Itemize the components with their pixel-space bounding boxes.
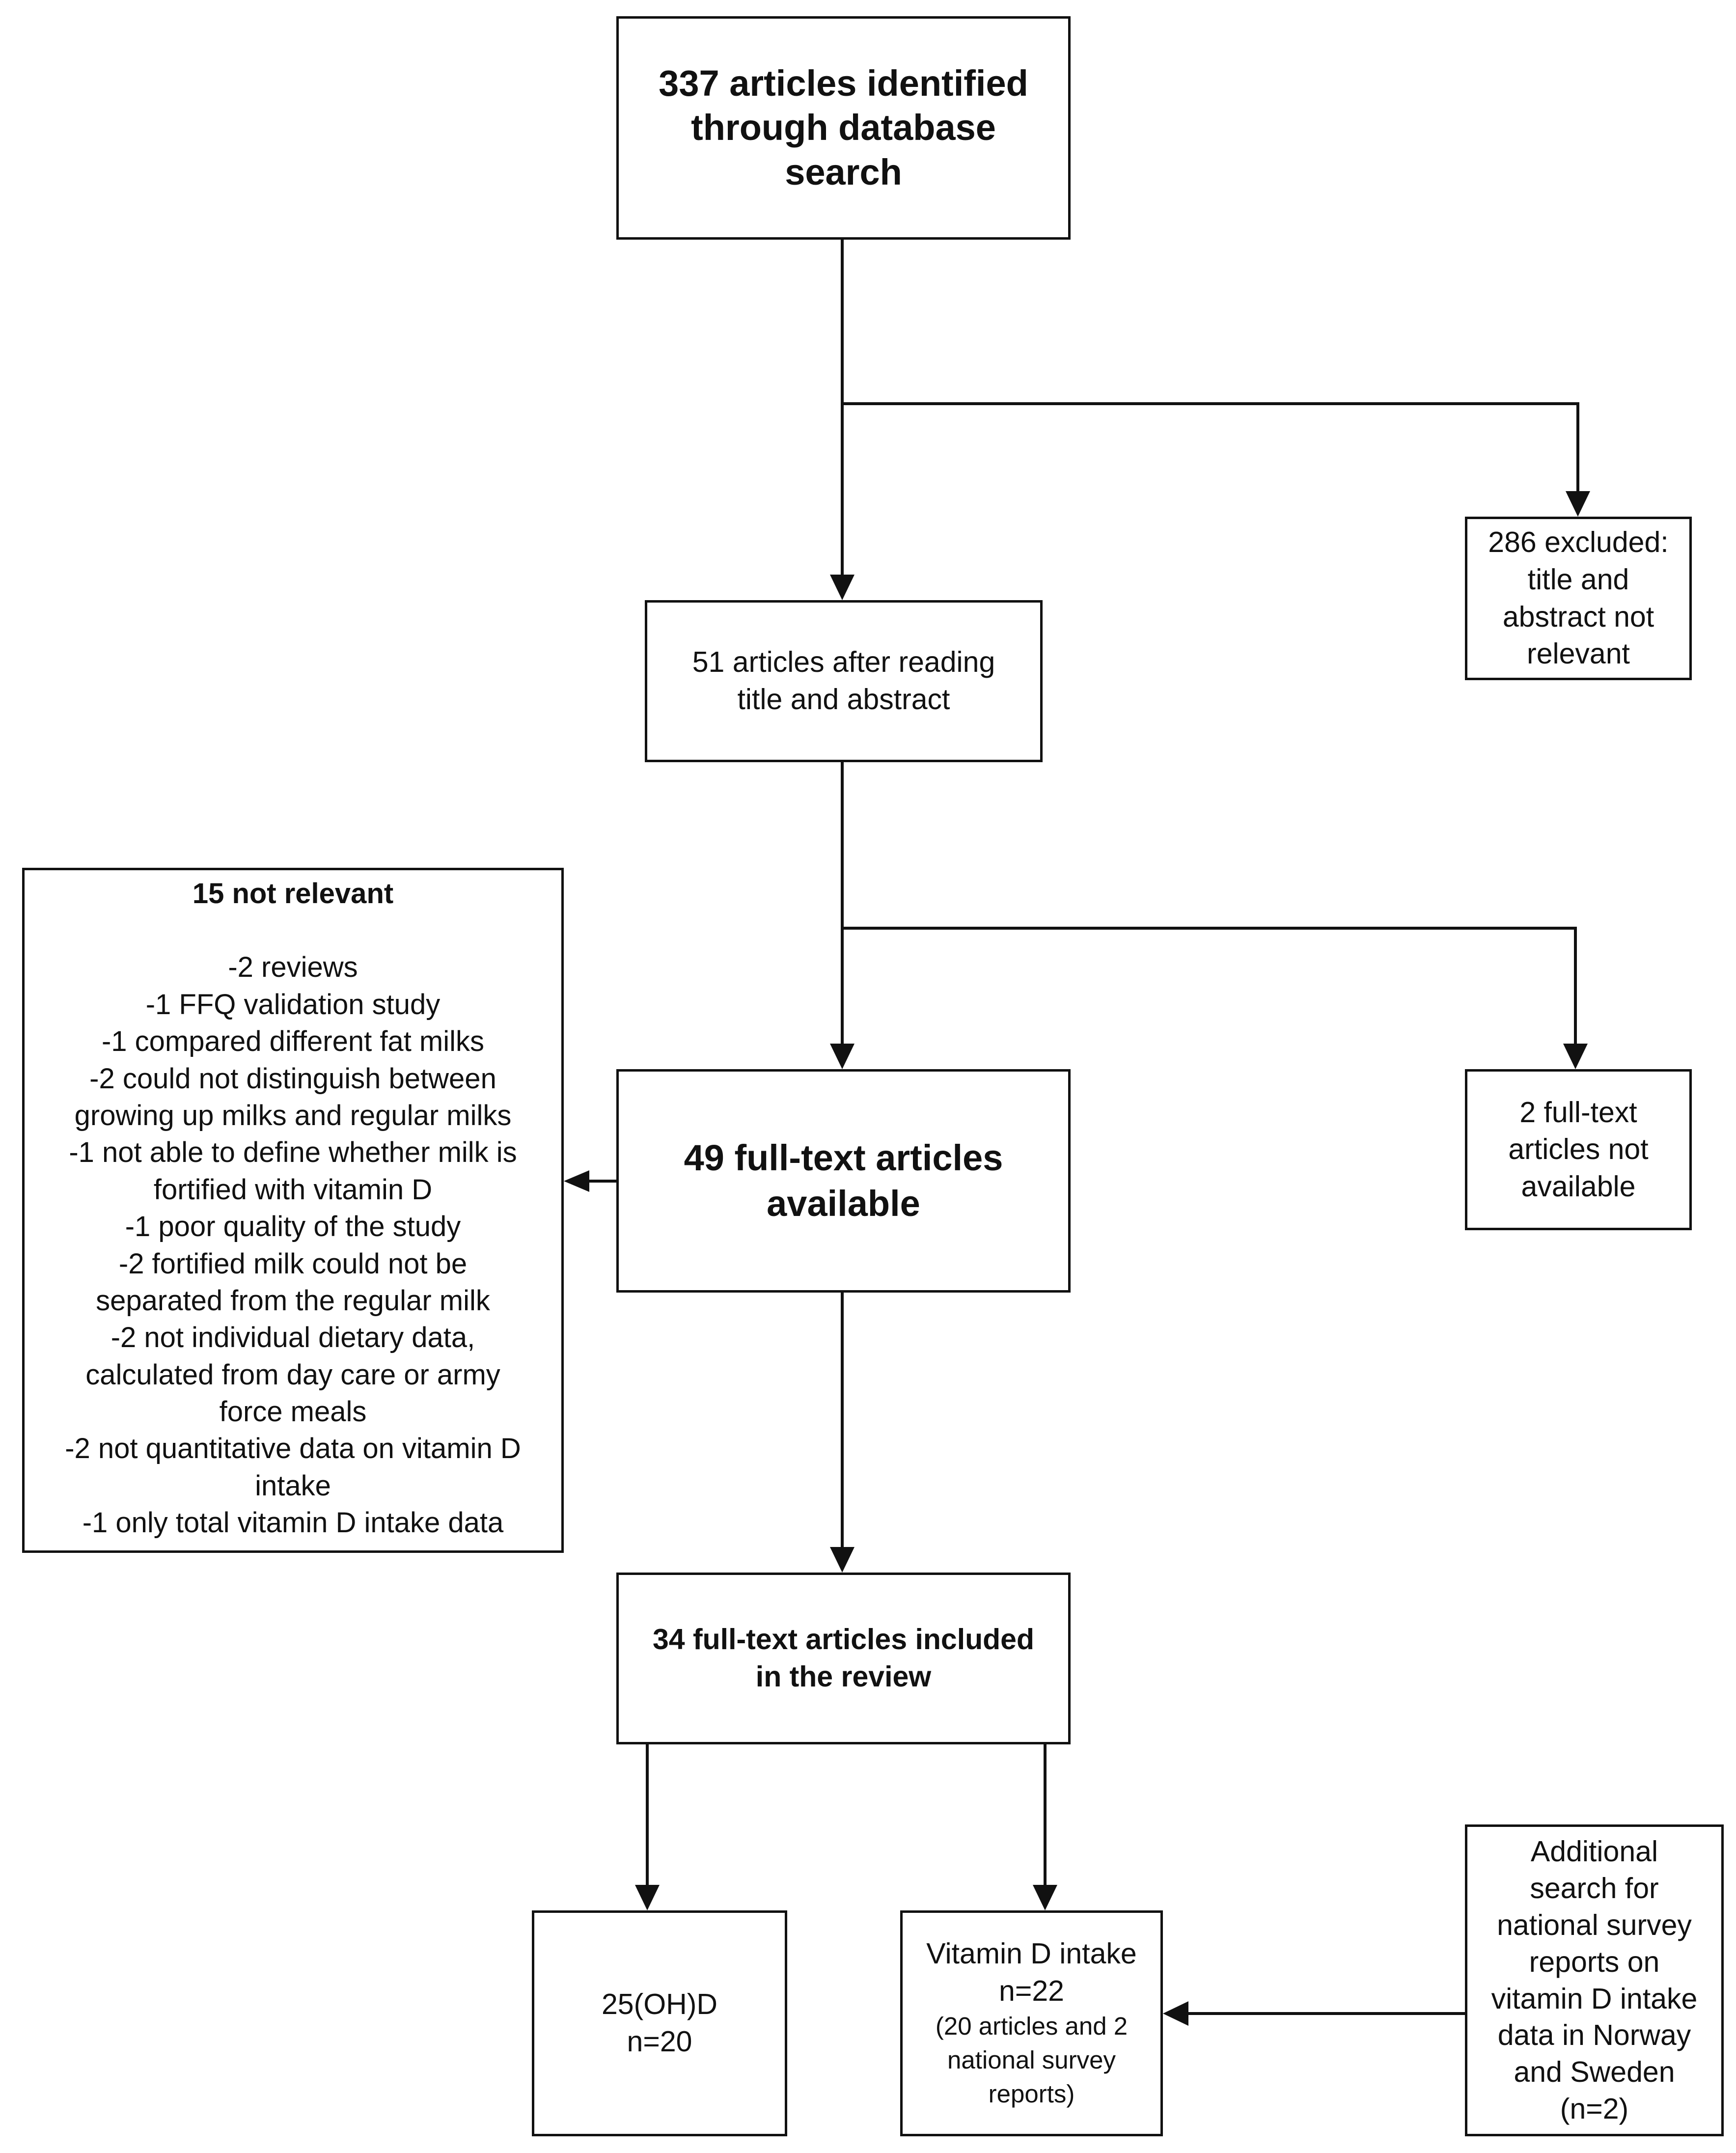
intake-line-2: n=22	[999, 1974, 1064, 2007]
box-articles-identified: 337 articles identified through database…	[616, 16, 1071, 240]
not-relevant-item: separated from the regular milk	[96, 1284, 490, 1317]
not-relevant-item: force meals	[219, 1396, 367, 1428]
arrow-branch-not-available	[842, 927, 1577, 1058]
not-relevant-item: growing up milks and regular milks	[74, 1099, 512, 1132]
arrowhead-not-available	[1563, 1044, 1588, 1069]
not-relevant-item: -2 not individual dietary data,	[110, 1322, 475, 1354]
excluded-line-3: abstract not	[1502, 600, 1654, 633]
additional-line-1: Additional	[1530, 1835, 1658, 1868]
box-vitamin-d-intake: Vitamin D intake n=22 (20 articles and 2…	[900, 1910, 1163, 2136]
available-line-1: 49 full-text articles	[684, 1137, 1003, 1178]
not-relevant-item: calculated from day care or army	[85, 1358, 500, 1391]
arrowhead-additional	[1163, 2001, 1188, 2026]
additional-line-6: data in Norway	[1497, 2019, 1691, 2052]
arrowhead-excluded	[1566, 491, 1590, 517]
not-relevant-heading: 15 not relevant	[192, 878, 394, 910]
not-relevant-item: -1 not able to define whether milk is	[69, 1136, 517, 1169]
not-relevant-item: -1 FFQ validation study	[145, 988, 441, 1021]
excluded-line-4: relevant	[1527, 637, 1630, 670]
box-not-relevant: 15 not relevant -2 reviews -1 FFQ valida…	[22, 868, 564, 1553]
additional-line-2: search for	[1530, 1872, 1659, 1905]
not-relevant-item: -1 only total vitamin D intake data	[82, 1507, 504, 1539]
arrowhead-available	[830, 1044, 854, 1069]
identified-line-1: 337 articles identified	[659, 63, 1028, 104]
available-line-2: available	[767, 1183, 920, 1224]
not-available-line-1: 2 full-text	[1519, 1096, 1637, 1129]
box-included-in-review: 34 full-text articles included in the re…	[616, 1573, 1071, 1744]
not-relevant-item: -1 poor quality of the study	[125, 1211, 461, 1243]
not-available-line-2: articles not	[1508, 1133, 1649, 1166]
additional-line-3: national survey	[1497, 1908, 1692, 1941]
additional-line-4: reports on	[1529, 1945, 1660, 1978]
excluded-line-2: title and	[1527, 563, 1629, 596]
ohd-line-2: n=20	[627, 2025, 692, 2058]
not-relevant-item: fortified with vitamin D	[153, 1173, 433, 1206]
not-relevant-item: -2 fortified milk could not be	[118, 1247, 468, 1280]
not-relevant-item: -2 not quantitative data on vitamin D	[65, 1433, 521, 1465]
not-relevant-item: intake	[255, 1469, 331, 1502]
not-relevant-item: -2 could not distinguish between	[89, 1062, 496, 1095]
after-reading-line-2: title and abstract	[737, 683, 950, 716]
intake-subline-1: (20 articles and 2	[935, 2012, 1128, 2041]
additional-line-7: and Sweden	[1514, 2056, 1675, 2089]
intake-line-1: Vitamin D intake	[926, 1937, 1137, 1970]
identified-line-2: through database	[691, 107, 996, 148]
arrowhead-intake	[1033, 1885, 1057, 1910]
arrow-branch-excluded	[842, 402, 1579, 506]
excluded-line-1: 286 excluded:	[1488, 526, 1669, 559]
included-line-2: in the review	[755, 1660, 932, 1693]
box-excluded-title-abstract: 286 excluded: title and abstract not rel…	[1465, 517, 1692, 680]
not-available-line-3: available	[1521, 1170, 1636, 1203]
identified-line-3: search	[785, 151, 902, 193]
box-full-text-available: 49 full-text articles available	[616, 1069, 1071, 1293]
additional-line-8: (n=2)	[1560, 2093, 1629, 2125]
not-relevant-item: -2 reviews	[228, 951, 358, 984]
arrowhead-screened	[830, 575, 854, 600]
ohd-line-1: 25(OH)D	[601, 1988, 718, 2021]
box-after-reading: 51 articles after reading title and abst…	[645, 600, 1043, 762]
not-relevant-item: -1 compared different fat milks	[101, 1025, 485, 1058]
after-reading-line-1: 51 articles after reading	[692, 646, 995, 679]
additional-line-5: vitamin D intake	[1491, 1982, 1698, 2015]
intake-subline-2: national survey	[947, 2046, 1116, 2074]
included-line-1: 34 full-text articles included	[652, 1623, 1035, 1656]
box-25ohd: 25(OH)D n=20	[532, 1910, 787, 2136]
arrowhead-included	[830, 1547, 854, 1573]
arrowhead-not-relevant	[564, 1170, 589, 1192]
box-full-text-not-available: 2 full-text articles not available	[1465, 1069, 1692, 1230]
box-additional-search: Additional search for national survey re…	[1465, 1824, 1724, 2136]
intake-subline-3: reports)	[988, 2079, 1075, 2108]
arrowhead-ohd	[635, 1885, 660, 1910]
